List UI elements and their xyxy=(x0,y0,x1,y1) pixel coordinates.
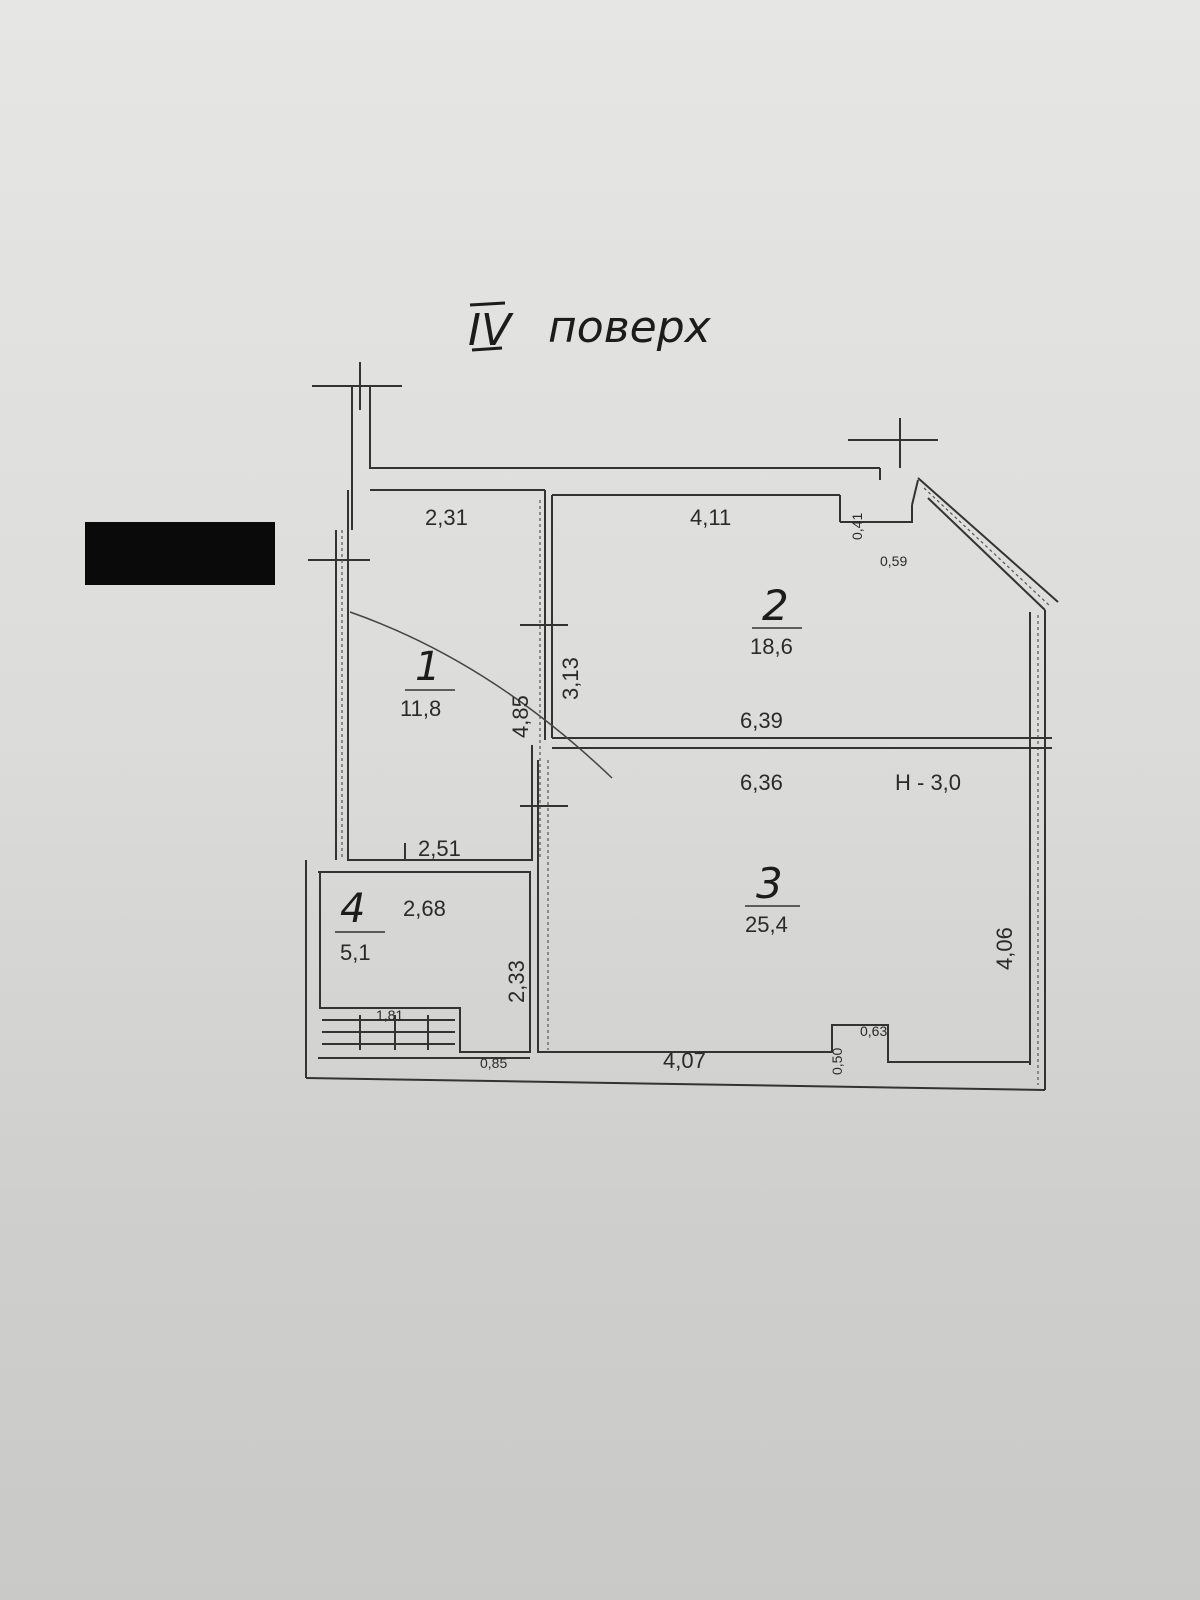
dim-r2-bottom: 6,39 xyxy=(740,708,783,733)
room-1-area: 11,8 xyxy=(400,696,441,721)
dim-r3-bottom: 4,07 xyxy=(663,1048,706,1073)
room-3: 3 25,4 xyxy=(745,859,800,937)
dim-r4-small: 0,85 xyxy=(480,1055,507,1071)
room-2: 2 18,6 xyxy=(750,581,802,659)
floor-title: IV поверх xyxy=(468,301,712,356)
room-4-area: 5,1 xyxy=(340,940,371,965)
dim-r2-niche-h: 0,41 xyxy=(849,513,865,540)
room-1: 1 11,8 xyxy=(400,644,455,721)
room-3-number: 3 xyxy=(756,859,783,908)
room-2-area: 18,6 xyxy=(750,634,793,659)
dim-r2-left: 3,13 xyxy=(558,657,583,700)
dim-r3-niche-h: 0,50 xyxy=(829,1048,845,1075)
room-3-area: 25,4 xyxy=(745,912,788,937)
dim-r1-top: 2,31 xyxy=(425,505,468,530)
dim-r2-niche-w: 0,59 xyxy=(880,553,907,569)
dim-r1-height: 4,85 xyxy=(508,695,533,738)
dim-r3-top: 6,36 xyxy=(740,770,783,795)
ceiling-height: Н - 3,0 xyxy=(895,770,961,795)
dim-r4-stair: 1,81 xyxy=(376,1007,403,1023)
dim-r3-niche-w: 0,63 xyxy=(860,1023,887,1039)
room-4: 4 5,1 xyxy=(335,886,385,965)
room-2-number: 2 xyxy=(762,581,789,630)
room-4-number: 4 xyxy=(340,886,365,932)
dim-r4-right: 2,33 xyxy=(504,960,529,1003)
dimensions: 2,31 4,85 2,51 4,11 3,13 6,39 0,41 0,59 … xyxy=(376,505,1017,1075)
walls xyxy=(305,362,1059,1091)
room-1-number: 1 xyxy=(415,644,440,690)
dim-r3-right: 4,06 xyxy=(992,927,1017,970)
dim-r1-bottom: 2,51 xyxy=(418,836,461,861)
dim-r4-top: 2,68 xyxy=(403,896,446,921)
floor-word: поверх xyxy=(548,302,712,353)
redaction-block xyxy=(85,522,275,585)
dim-r2-top: 4,11 xyxy=(690,505,731,530)
